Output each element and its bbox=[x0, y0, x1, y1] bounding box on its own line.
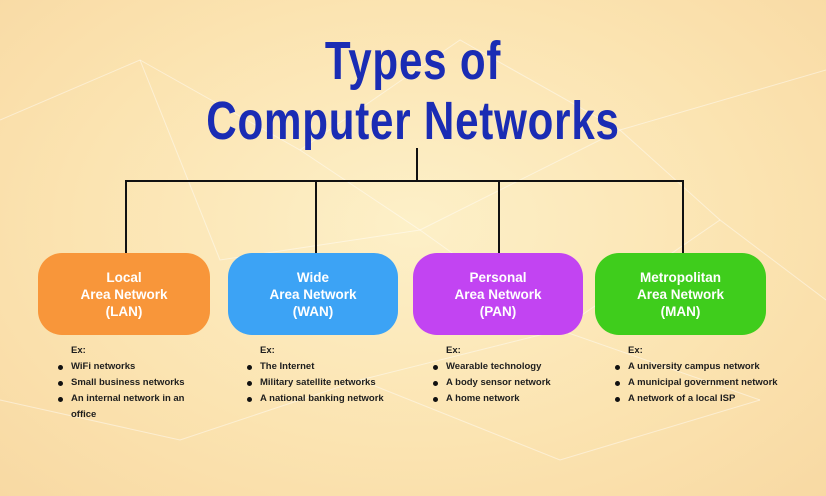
list-item: WiFi networks bbox=[57, 359, 197, 375]
wan-line1: Wide bbox=[296, 269, 330, 285]
pan-examples: Ex: Wearable technology A body sensor ne… bbox=[432, 343, 602, 407]
lan-abbr: (LAN) bbox=[105, 303, 143, 319]
wan-line2: Area Network bbox=[269, 286, 357, 302]
list-item: A municipal government network bbox=[614, 375, 814, 391]
man-line1: Metropolitan bbox=[640, 269, 721, 285]
lan-line2: Area Network bbox=[80, 286, 168, 302]
pan-box: Personal Area Network (PAN) bbox=[413, 253, 583, 335]
list-item: An internal network in an office bbox=[57, 391, 197, 423]
wan-examples: Ex: The Internet Military satellite netw… bbox=[246, 343, 416, 407]
pan-line1: Personal bbox=[469, 269, 527, 285]
list-item: The Internet bbox=[246, 359, 416, 375]
lan-line1: Local bbox=[106, 269, 142, 285]
pan-abbr: (PAN) bbox=[479, 303, 517, 319]
lan-box: Local Area Network (LAN) bbox=[38, 253, 210, 335]
ex-label: Ex: bbox=[71, 345, 86, 356]
wan-abbr: (WAN) bbox=[292, 303, 334, 319]
list-item: Wearable technology bbox=[432, 359, 602, 375]
man-abbr: (MAN) bbox=[660, 303, 701, 319]
ex-label: Ex: bbox=[628, 345, 643, 356]
list-item: A home network bbox=[432, 391, 602, 407]
man-box: Metropolitan Area Network (MAN) bbox=[595, 253, 766, 335]
list-item: Small business networks bbox=[57, 375, 197, 391]
list-item: A network of a local ISP bbox=[614, 391, 814, 407]
title-line-2: Computer Networks bbox=[206, 91, 620, 151]
list-item: A body sensor network bbox=[432, 375, 602, 391]
ex-label: Ex: bbox=[260, 345, 275, 356]
title-line-1: Types of bbox=[324, 31, 502, 91]
list-item: Military satellite networks bbox=[246, 375, 416, 391]
list-item: A university campus network bbox=[614, 359, 814, 375]
ex-label: Ex: bbox=[446, 345, 461, 356]
list-item: A national banking network bbox=[246, 391, 416, 407]
man-line2: Area Network bbox=[636, 286, 725, 302]
wan-box: Wide Area Network (WAN) bbox=[228, 253, 398, 335]
lan-examples: Ex: WiFi networks Small business network… bbox=[57, 343, 197, 423]
man-examples: Ex: A university campus network A munici… bbox=[614, 343, 814, 407]
pan-line2: Area Network bbox=[454, 286, 542, 302]
